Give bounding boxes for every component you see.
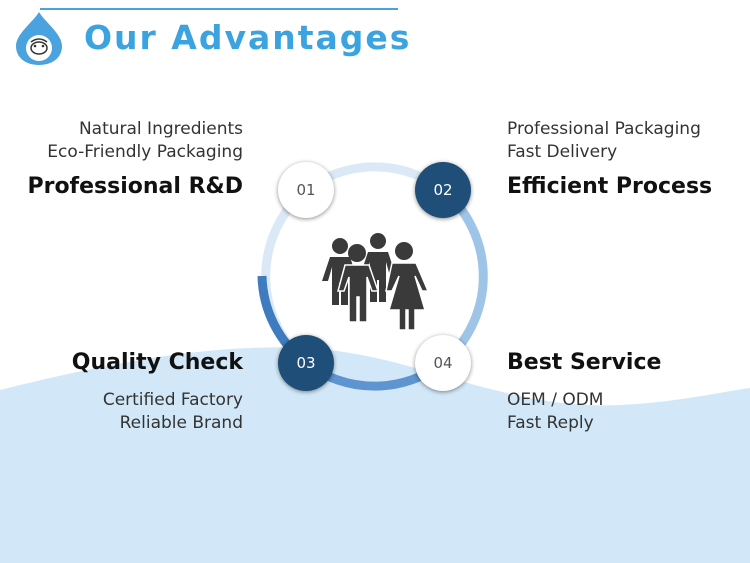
item-01-line-1: Natural Ingredients	[78, 119, 243, 139]
item-01-line-2: Eco-Friendly Packaging	[47, 142, 243, 162]
people-group-icon	[322, 233, 430, 331]
item-01-title: Professional R&D	[27, 174, 243, 199]
item-02-title: Efficient Process	[507, 174, 713, 199]
item-03-title: Quality Check	[71, 350, 243, 375]
water-drop-sheep-icon	[16, 12, 62, 65]
item-04-title: Best Service	[507, 350, 662, 375]
item-03-line-2: Reliable Brand	[119, 413, 243, 433]
item-02-line-2: Fast Delivery	[507, 142, 618, 162]
header-divider	[40, 8, 398, 10]
page-title: Our Advantages	[84, 18, 412, 57]
item-02-line-1: Professional Packaging	[507, 119, 701, 139]
step-number-02: 02	[415, 162, 471, 218]
item-03-line-1: Certified Factory	[102, 390, 243, 410]
step-number-03: 03	[278, 335, 334, 391]
step-number-01: 01	[278, 162, 334, 218]
item-04-line-2: Fast Reply	[507, 413, 594, 433]
step-number-04: 04	[415, 335, 471, 391]
item-04-line-1: OEM / ODM	[507, 390, 604, 410]
